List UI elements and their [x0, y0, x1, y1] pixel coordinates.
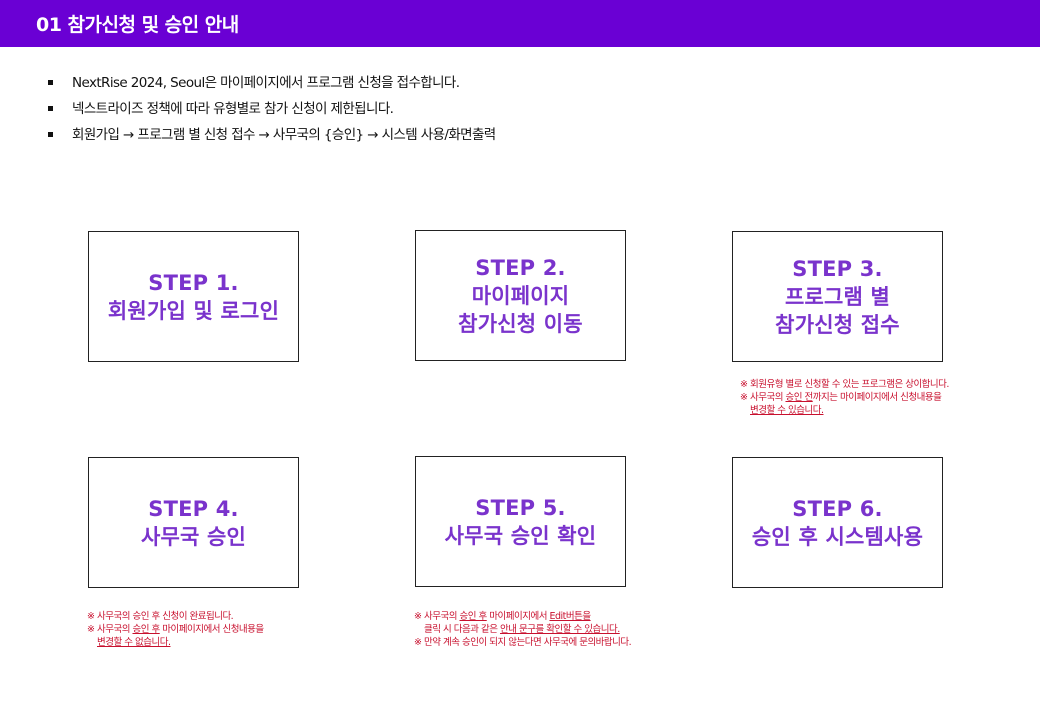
- step-3-notes: ※ 회원유형 별로 신청할 수 있는 프로그램은 상이합니다. ※ 사무국의 승…: [740, 378, 949, 417]
- page-header: 01 참가신청 및 승인 안내: [0, 0, 1040, 47]
- note-item: ※ 사무국의 승인 후 신청이 완료됩니다.: [87, 611, 234, 622]
- step-label: 프로그램 별: [784, 284, 891, 309]
- note-mark: ※: [414, 637, 422, 648]
- note-mark: ※: [87, 624, 95, 635]
- step-5-box: STEP 5. 사무국 승인 확인: [415, 456, 626, 587]
- step-4-notes: ※ 사무국의 승인 후 신청이 완료됩니다. ※ 사무국의 승인 후 마이페이지…: [87, 610, 264, 649]
- step-number: STEP 2.: [475, 255, 566, 280]
- step-5-notes: ※ 사무국의 승인 후 마이페이지에서 Edit버튼을 클릭 시 다음과 같은 …: [414, 610, 632, 649]
- note-mark: ※: [740, 379, 748, 390]
- step-label: 사무국 승인 확인: [444, 523, 597, 548]
- step-number: STEP 3.: [792, 256, 883, 281]
- step-number: STEP 5.: [475, 495, 566, 520]
- step-label: 참가신청 접수: [775, 312, 900, 337]
- step-label: 회원가입 및 로그인: [107, 298, 280, 323]
- note-item: ※ 만약 계속 승인이 되지 않는다면 사무국에 문의바랍니다.: [414, 637, 632, 648]
- intro-item: 회원가입 → 프로그램 별 신청 접수 → 사무국의 {승인} → 시스템 사용…: [48, 125, 1028, 151]
- intro-item: NextRise 2024, Seoul은 마이페이지에서 프로그램 신청을 접…: [48, 73, 1028, 99]
- step-3-box: STEP 3. 프로그램 별 참가신청 접수: [732, 231, 943, 362]
- intro-item: 넥스트라이즈 정책에 따라 유형별로 참가 신청이 제한됩니다.: [48, 99, 1028, 125]
- note-item: ※ 사무국의 승인 전까지는 마이페이지에서 신청내용을 변경할 수 있습니다.: [740, 392, 942, 416]
- step-4-box: STEP 4. 사무국 승인: [88, 457, 299, 588]
- step-label: 마이페이지: [471, 283, 570, 308]
- note-item: ※ 사무국의 승인 후 마이페이지에서 신청내용을 변경할 수 없습니다.: [87, 624, 264, 648]
- step-number: STEP 4.: [148, 496, 239, 521]
- note-mark: ※: [740, 392, 748, 403]
- step-2-box: STEP 2. 마이페이지 참가신청 이동: [415, 230, 626, 361]
- step-label: 참가신청 이동: [458, 311, 583, 336]
- step-number: STEP 6.: [792, 496, 883, 521]
- step-label: 승인 후 시스템사용: [751, 524, 924, 549]
- note-mark: ※: [414, 611, 422, 622]
- note-item: ※ 회원유형 별로 신청할 수 있는 프로그램은 상이합니다.: [740, 379, 949, 390]
- note-mark: ※: [87, 611, 95, 622]
- step-6-box: STEP 6. 승인 후 시스템사용: [732, 457, 943, 588]
- page-title: 01 참가신청 및 승인 안내: [36, 14, 239, 36]
- step-1-box: STEP 1. 회원가입 및 로그인: [88, 231, 299, 362]
- step-number: STEP 1.: [148, 270, 239, 295]
- intro-list: NextRise 2024, Seoul은 마이페이지에서 프로그램 신청을 접…: [48, 73, 1028, 151]
- note-item: ※ 사무국의 승인 후 마이페이지에서 Edit버튼을 클릭 시 다음과 같은 …: [414, 611, 620, 635]
- step-label: 사무국 승인: [140, 524, 247, 549]
